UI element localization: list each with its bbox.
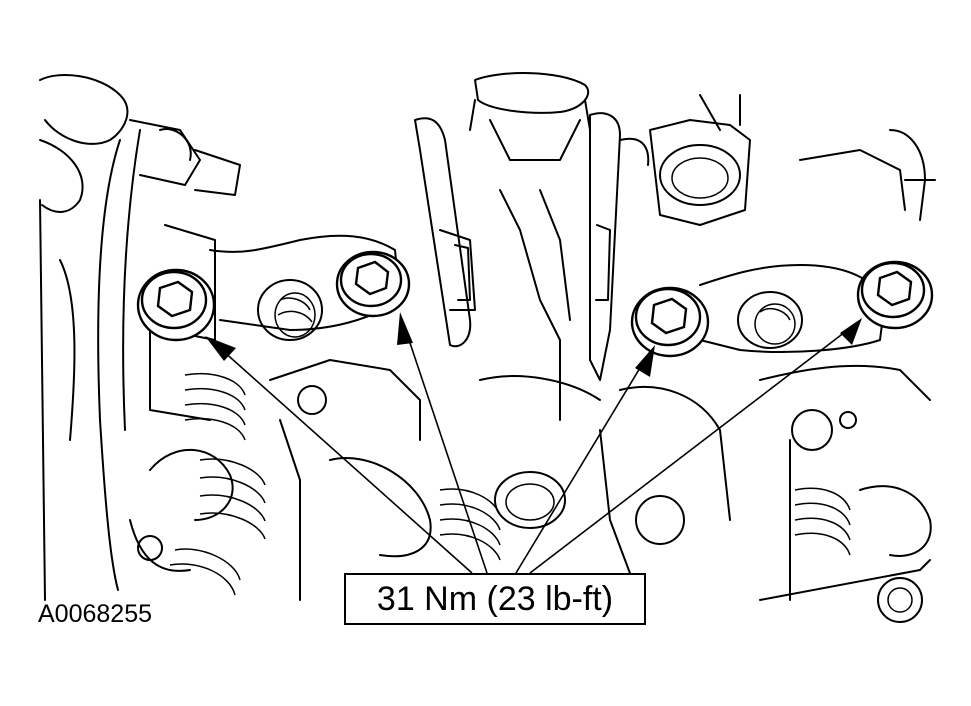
arrowhead-bolt-4 bbox=[840, 318, 862, 345]
arrowhead-bolt-1 bbox=[205, 336, 236, 361]
figure-number: A0068255 bbox=[38, 600, 153, 628]
leader-line-bolt-2 bbox=[404, 327, 488, 574]
bolt-4 bbox=[856, 260, 934, 330]
left-valve-spring-upper bbox=[184, 373, 246, 441]
engine-linework bbox=[39, 72, 936, 623]
bolt-1 bbox=[136, 268, 216, 342]
arrowhead-bolt-3 bbox=[635, 345, 655, 377]
arrowhead-bolt-2 bbox=[397, 312, 413, 345]
left-valve-spring-lower bbox=[169, 458, 266, 596]
leader-lines bbox=[221, 327, 846, 574]
bolt-2 bbox=[335, 250, 411, 318]
leader-line-bolt-3 bbox=[515, 362, 644, 574]
bolt-3 bbox=[630, 286, 710, 358]
leader-line-bolt-4 bbox=[529, 331, 846, 574]
torque-spec-callout: 31 Nm (23 lb-ft) bbox=[344, 573, 646, 625]
arrowheads bbox=[205, 312, 862, 377]
leader-line-bolt-1 bbox=[221, 349, 473, 574]
right-valve-spring bbox=[794, 487, 851, 556]
